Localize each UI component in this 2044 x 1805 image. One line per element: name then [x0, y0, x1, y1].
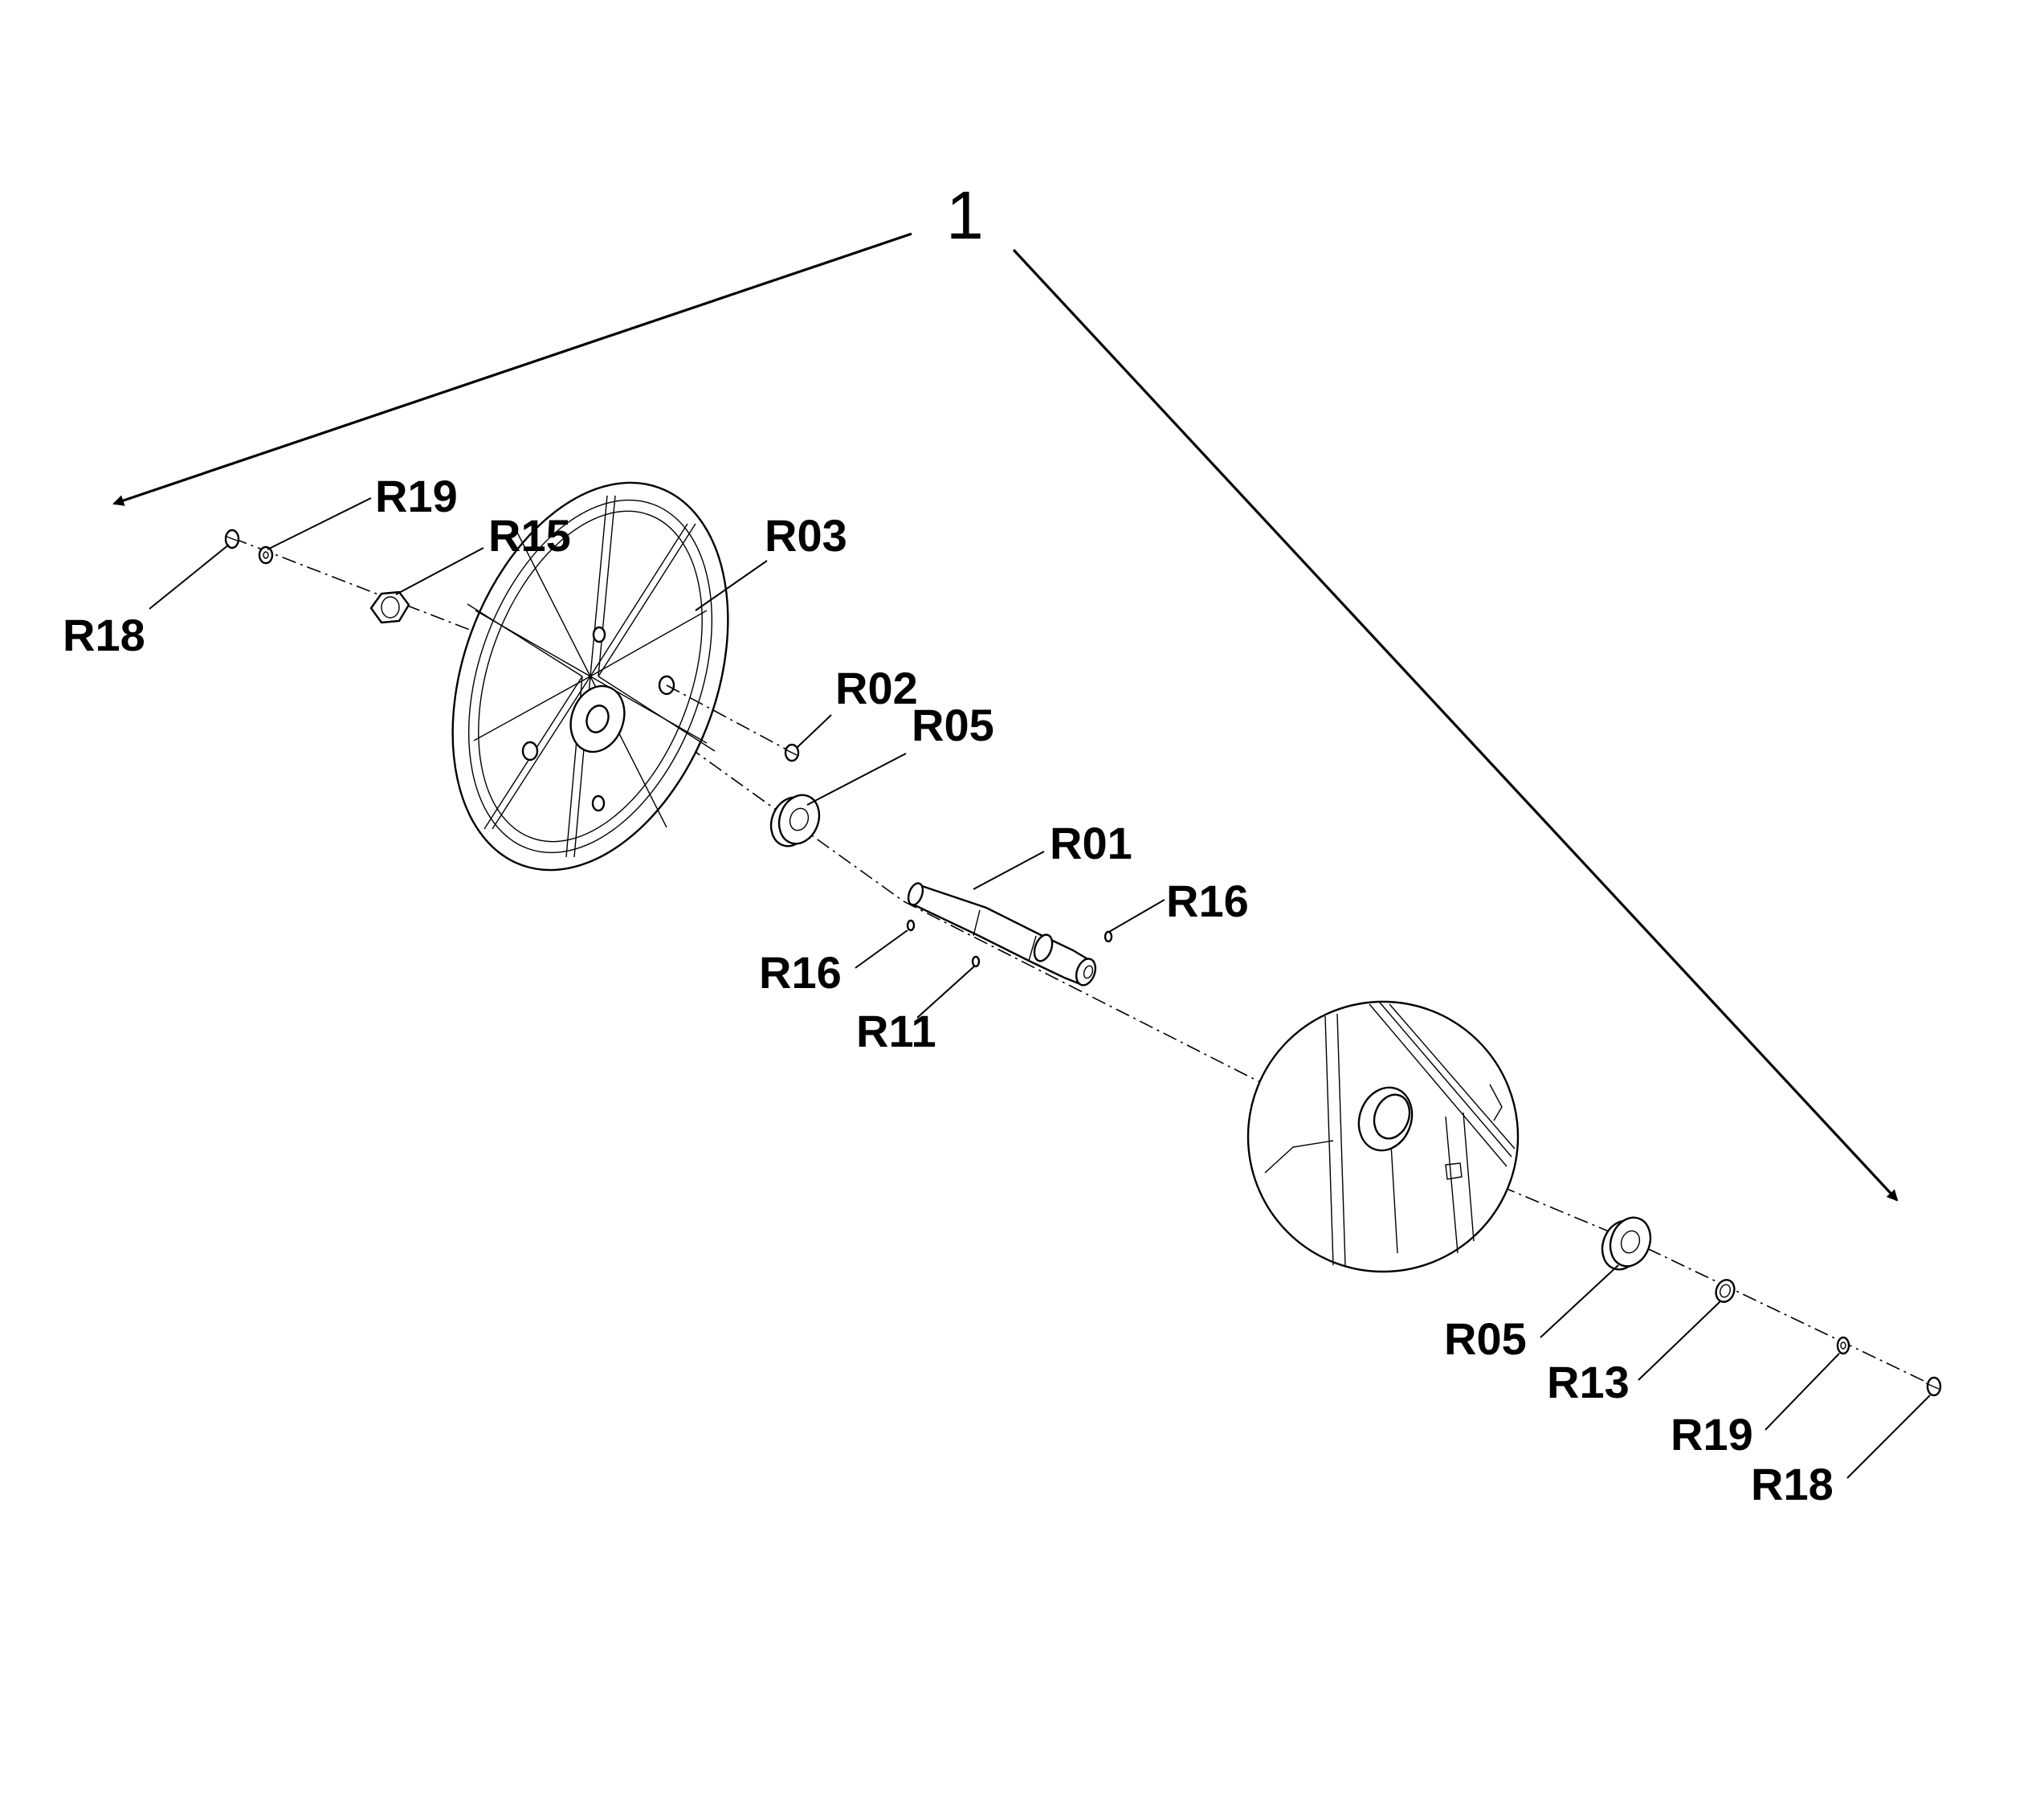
- leader-r02: [797, 714, 832, 748]
- leader-r11: [916, 966, 975, 1019]
- key-r16-left: [906, 919, 916, 932]
- label-r05-upper: R05: [912, 700, 994, 750]
- bearing-r05-upper: [769, 794, 821, 847]
- leader-r03: [695, 560, 768, 611]
- leader-r18-left: [149, 544, 230, 610]
- leader-r15: [395, 547, 484, 595]
- assembly-arrow-left: [112, 232, 912, 506]
- label-r02: R02: [835, 663, 918, 713]
- hex-nut-r15: [369, 590, 410, 624]
- screw-r11: [971, 955, 981, 968]
- label-r18-left: R18: [63, 610, 145, 660]
- label-r18-right: R18: [1751, 1459, 1834, 1509]
- bearing-r05-lower: [1601, 1216, 1652, 1271]
- label-r19-left: R19: [375, 471, 458, 521]
- bolt-axis-r02: [666, 684, 792, 753]
- label-r05-lower: R05: [1444, 1313, 1527, 1364]
- label-r03: R03: [765, 510, 847, 561]
- assembly-arrow-right: [1012, 248, 1899, 1202]
- leader-r13: [1638, 1301, 1721, 1381]
- label-r11: R11: [856, 1006, 936, 1056]
- leader-r01: [973, 851, 1045, 890]
- label-r13: R13: [1547, 1357, 1630, 1407]
- label-r19-right: R19: [1671, 1409, 1753, 1460]
- pin-r18-right: [1925, 1376, 1942, 1397]
- leader-lines: [149, 497, 1931, 1479]
- label-r16-left: R16: [759, 947, 842, 998]
- assembly-number: 1: [946, 178, 984, 253]
- wheel-r03: [451, 481, 729, 872]
- leader-r19-right: [1765, 1353, 1840, 1431]
- label-r15: R15: [488, 510, 571, 561]
- key-r16-right: [1104, 930, 1113, 943]
- pin-r18-left: [224, 529, 240, 549]
- leader-r05-lower: [1540, 1264, 1619, 1338]
- leader-r16-left: [855, 929, 908, 969]
- leader-r16-right: [1108, 899, 1165, 933]
- retaining-ring-r13: [1715, 1279, 1736, 1303]
- frame-detail-circle: [1246, 1000, 1520, 1273]
- label-r16-right: R16: [1166, 876, 1249, 926]
- leader-r19-left: [267, 497, 372, 550]
- leader-r05-upper: [806, 753, 907, 806]
- washer-r19-right: [1836, 1336, 1850, 1355]
- shaft-r01: [907, 882, 1097, 986]
- label-r01: R01: [1050, 818, 1132, 868]
- bolt-r02: [784, 743, 800, 762]
- leader-r18-right: [1846, 1395, 1931, 1479]
- washer-r19-left: [258, 545, 274, 565]
